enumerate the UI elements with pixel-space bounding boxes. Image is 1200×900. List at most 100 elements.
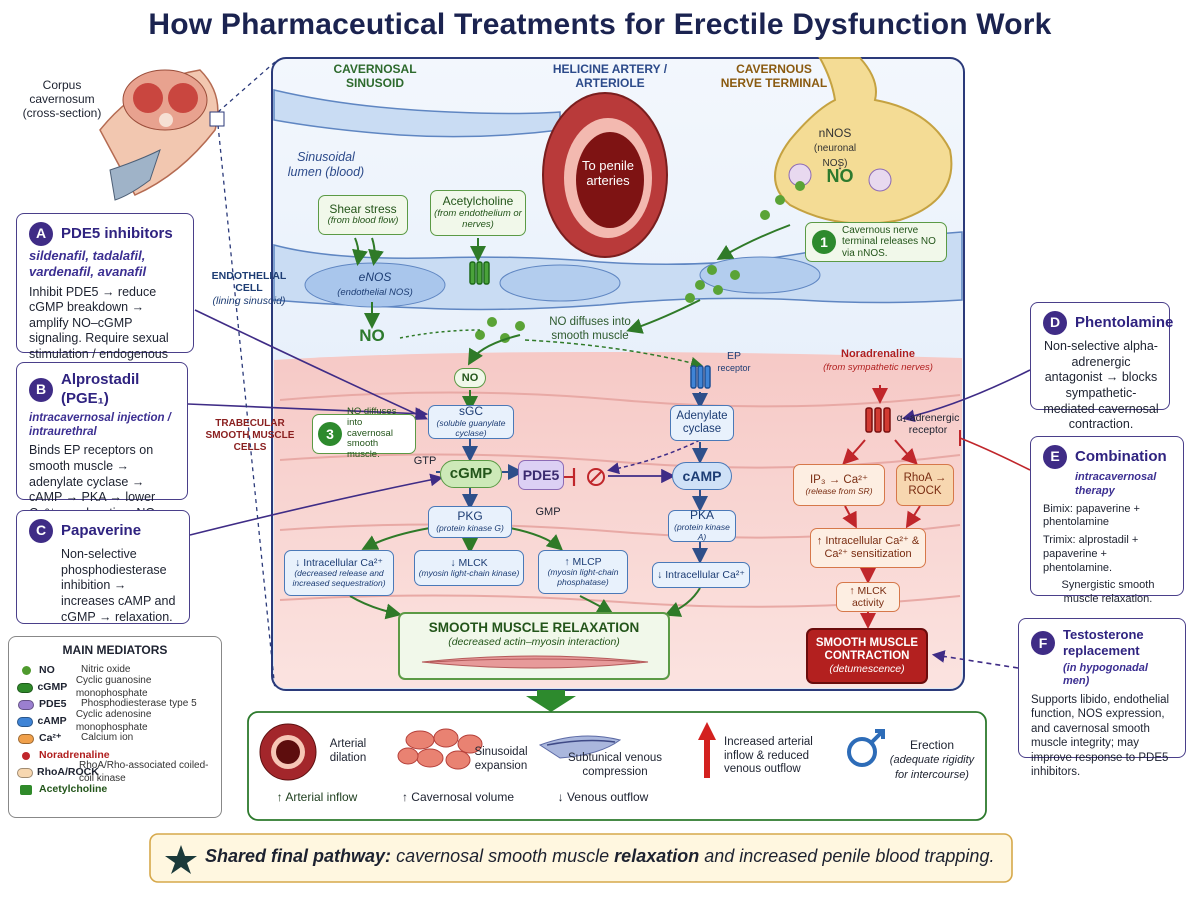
footer-text: Shared final pathway: cavernosal smooth … [205, 846, 995, 866]
legend-item: Noradrenaline [17, 747, 213, 764]
relaxation-box: SMOOTH MUSCLE RELAXATION(decreased actin… [398, 612, 670, 680]
enos-node: eNOS(endothelial NOS) [337, 270, 413, 299]
legend-swatch-icon [17, 733, 35, 744]
cgmp-node: cGMP [440, 460, 502, 488]
outcome-inflow: ↑ Arterial inflow [276, 790, 358, 804]
legend-swatch-icon [17, 682, 34, 693]
pka-node: PKA(protein kinase A) [668, 509, 736, 542]
badge-f: F [1031, 631, 1055, 656]
adenylate-cyclase-node: Adenylate cyclase [670, 405, 734, 441]
legend-item: cGMP Cyclic guanosine monophosphate [17, 675, 213, 699]
no-diffuses-label: NO diffuses into smooth muscle [549, 316, 631, 342]
badge-a: A [29, 222, 53, 246]
legend-abbr: Noradrenaline [39, 748, 110, 761]
down-arrow [526, 690, 576, 712]
corpus-label: Corpus cavernosum (cross-section) [22, 78, 102, 121]
legend-abbr: cAMP [37, 714, 67, 727]
legend-swatch-icon [17, 666, 35, 675]
badge-e: E [1043, 445, 1067, 469]
outcome-dilation: Arterial dilation [329, 738, 367, 764]
legend-item: PDE5 Phosphodiesterase type 5 [17, 696, 213, 713]
legend-item: NO Nitric oxide [17, 662, 213, 679]
legend-swatch-icon [17, 751, 35, 760]
ca-down-2-node: ↓ Intracellular Ca²⁺ [652, 562, 750, 588]
no-endothelial: NO [359, 326, 385, 345]
outcome-sinusoidal: Sinusoidal expansion [474, 746, 528, 772]
legend-item: Acetylcholine [17, 781, 213, 798]
legend-abbr: NO [39, 663, 55, 676]
region-sinusoid: CAVERNOSAL SINUSOID [333, 62, 417, 91]
gmp-label: GMP [535, 506, 561, 518]
outcome-increased: Increased arterial inflow & reduced veno… [724, 736, 813, 776]
legend-swatch-icon [17, 784, 35, 795]
legend-swatch-icon [17, 767, 33, 778]
ca-down-node: ↓ Intracellular Ca²⁺(decreased release a… [284, 550, 394, 596]
badge-c: C [29, 519, 53, 543]
muscle-fiber-illustration [421, 655, 649, 669]
legend-desc: Nitric oxide [81, 664, 131, 676]
contraction-box: SMOOTH MUSCLE CONTRACTION(detumescence) [806, 628, 928, 684]
star-icon [165, 845, 197, 874]
noradrenaline-label: Noradrenaline(from sympathetic nerves) [823, 348, 933, 373]
lumen-label: Sinusoidal lumen (blood) [287, 150, 365, 179]
shear-stress-node: Shear stress(from blood flow) [318, 195, 408, 235]
mlck-up-node: ↑ MLCK activity [836, 582, 900, 612]
pkg-node: PKG(protein kinase G) [428, 506, 512, 538]
legend-abbr: PDE5 [39, 697, 67, 710]
no-muscle: NO [454, 368, 486, 388]
legend-desc: Calcium ion [81, 732, 134, 744]
mlcp-up-node: ↑ MLCP(myosin light-chain phosphatase) [538, 550, 628, 594]
artery-label: To penile arteries [581, 158, 635, 189]
rhoa-rock-node: RhoA → ROCK [896, 464, 954, 506]
up-red-arrow-icon [698, 722, 716, 778]
legend-swatch-icon [17, 716, 34, 727]
ip3-node: IP₃ → Ca²⁺(release from SR) [793, 464, 885, 506]
male-symbol-icon [847, 737, 877, 767]
legend-desc: Phosphodiesterase type 5 [81, 698, 197, 710]
trabecular-label: TRABECULAR SMOOTH MUSCLE CELLS [205, 418, 295, 453]
ca-up-node: ↑ Intracellular Ca²⁺ & Ca²⁺ sensitizatio… [810, 528, 926, 568]
camp-node: cAMP [672, 462, 732, 490]
legend-abbr: Ca²⁺ [39, 731, 62, 744]
alpha-receptor-label: α₁-adrenergic receptor [896, 412, 960, 437]
page-title: How Pharmaceutical Treatments for Erecti… [148, 8, 1052, 41]
region-nerve: CAVERNOUS NERVE TERMINAL [720, 62, 828, 91]
region-artery: HELICINE ARTERY / ARTERIOLE [552, 62, 668, 91]
legend-abbr: Acetylcholine [39, 782, 108, 795]
legend-item: Ca²⁺ Calcium ion [17, 730, 213, 747]
mlck-down-node: ↓ MLCK(myosin light-chain kinase) [414, 550, 524, 586]
outcome-volume: ↑ Cavernosal volume [401, 790, 515, 804]
legend-desc: RhoA/Rho-associated coiled-coil kinase [79, 760, 209, 784]
corpus-cavernosum-illustration [99, 69, 225, 201]
outcome-outflow: ↓ Venous outflow [557, 790, 649, 804]
gtp-label: GTP [413, 455, 437, 467]
sgc-node: sGC(soluble guanylate cyclase) [428, 405, 514, 439]
nnos-node: nNOS(neuronal NOS) [813, 126, 857, 169]
pde5-node: PDE5 [518, 460, 564, 490]
legend-desc: Cyclic adenosine monophosphate [75, 709, 152, 733]
badge-d: D [1043, 311, 1067, 335]
no-nerve: NO [826, 166, 854, 186]
footer-box [149, 833, 1013, 883]
legend-abbr: RhoA/ROCK [37, 765, 99, 778]
endothelial-label: ENDOTHELIAL CELL(lining sinusoid) [211, 270, 287, 307]
legend-swatch-icon [17, 699, 35, 710]
outcome-venous: Subtunical venous compression [568, 752, 662, 778]
legend-abbr: cGMP [37, 680, 68, 693]
legend-desc: Cyclic guanosine monophosphate [75, 675, 152, 699]
acetylcholine-node: Acetylcholine(from endothelium or nerves… [430, 190, 526, 236]
legend-item: cAMP Cyclic adenosine monophosphate [17, 709, 213, 733]
badge-b: B [29, 377, 53, 402]
outcome-erection: Erection(adequate rigidity for intercour… [889, 738, 975, 782]
